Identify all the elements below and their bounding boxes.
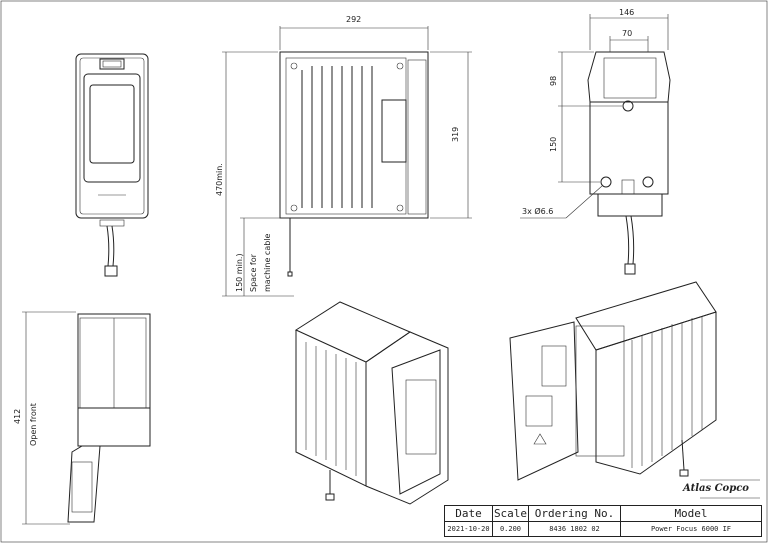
- isometric-open-view: [509, 281, 717, 481]
- header-ordering-no: Ordering No.: [529, 506, 621, 521]
- open-front-label: Open front: [29, 403, 38, 446]
- dim-319: 319: [451, 127, 460, 142]
- header-model: Model: [674, 507, 708, 520]
- dim-70: 70: [622, 29, 632, 38]
- value-scale: 0.200: [493, 522, 529, 536]
- isometric-closed-view: [294, 301, 449, 505]
- dim-150: 150: [549, 137, 558, 152]
- title-block-value-row: 2021-10-20 0.200 8436 1802 02 Power Focu…: [445, 522, 761, 536]
- header-scale: Scale: [493, 506, 529, 521]
- dim-470-min: 470min.: [215, 163, 224, 196]
- dim-146: 146: [619, 8, 634, 17]
- rear-view: [520, 14, 671, 275]
- front-view: [75, 53, 149, 277]
- dim-98: 98: [549, 76, 558, 86]
- machine-cable-label: machine cable: [263, 233, 272, 292]
- value-date: 2021-10-20: [445, 522, 493, 536]
- dim-holes: 3x Ø6.6: [522, 206, 553, 216]
- side-view: [222, 26, 472, 297]
- title-block-header-row: Date Scale Ordering No. Model: [445, 506, 761, 522]
- open-front-view: [22, 311, 151, 525]
- title-block: Date Scale Ordering No. Model 2021-10-20…: [444, 505, 762, 537]
- value-ordering-no: 8436 1802 02: [529, 522, 621, 536]
- value-model: Power Focus 6000 IF: [650, 525, 732, 533]
- header-date: Date: [445, 506, 493, 521]
- dim-292: 292: [346, 15, 361, 24]
- dim-412: 412: [13, 409, 22, 424]
- cable-space-label: Space for: [249, 253, 258, 292]
- atlas-copco-logo: Atlas Copco: [683, 483, 749, 494]
- dim-150-min: 150 min.): [235, 253, 244, 292]
